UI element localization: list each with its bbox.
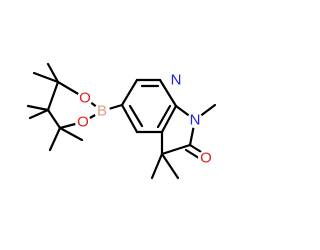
bond — [120, 78, 139, 107]
bond — [46, 62, 60, 84]
svg-text:N: N — [171, 72, 182, 89]
svg-text:O: O — [200, 150, 212, 167]
atom-layer: N N O B O O — [75, 72, 214, 167]
svg-text:O: O — [79, 90, 91, 107]
atom-label: N — [168, 72, 184, 89]
structure-diagram: N N O B O O — [26, 62, 217, 180]
svg-text:N: N — [190, 112, 201, 129]
atom-label: O — [198, 150, 214, 167]
atom-label: O — [77, 90, 93, 107]
bond — [32, 71, 60, 84]
bond — [120, 103, 139, 134]
bond — [156, 104, 172, 129]
bond — [160, 104, 178, 134]
bond — [158, 78, 178, 108]
bond — [26, 104, 50, 112]
atom-label: N — [187, 112, 203, 129]
bond — [160, 143, 192, 156]
svg-text:O: O — [77, 114, 89, 131]
bond — [160, 152, 180, 180]
bond-layer — [26, 62, 217, 180]
bond — [58, 126, 84, 142]
bond — [28, 108, 50, 120]
svg-text:B: B — [97, 103, 107, 120]
atom-label: B — [94, 103, 110, 120]
atom-label: O — [75, 114, 91, 131]
bond — [46, 80, 60, 112]
bond — [128, 104, 144, 128]
bond — [48, 126, 62, 152]
bond — [150, 152, 164, 180]
bond — [46, 108, 62, 130]
